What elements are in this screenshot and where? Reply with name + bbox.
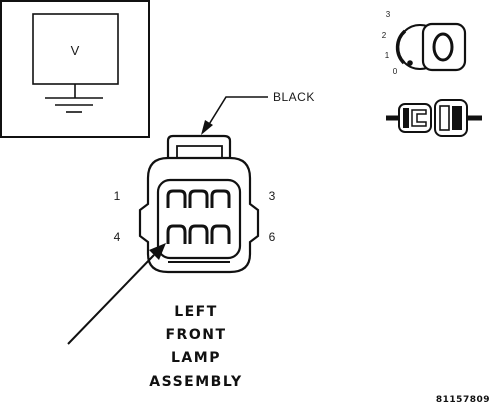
pin-cavity-4 bbox=[166, 224, 187, 244]
title-line-1: LEFT bbox=[174, 304, 218, 320]
pointer-arrowhead-icon bbox=[149, 243, 166, 260]
meter-outer-frame bbox=[0, 0, 150, 138]
pin-label-3: 3 bbox=[269, 189, 276, 203]
title-line-2: FRONT bbox=[165, 327, 226, 343]
connector-latch bbox=[166, 134, 232, 158]
callout-arrowhead-icon bbox=[201, 120, 213, 135]
wire-color-label: BLACK bbox=[273, 90, 315, 104]
title-line-4: ASSEMBLY bbox=[149, 374, 242, 390]
pin-cavity-5 bbox=[188, 224, 209, 244]
ground-symbol-icon bbox=[45, 84, 103, 113]
ignition-key-icon: 3 2 1 0 bbox=[382, 10, 467, 76]
ignition-position-0: 0 bbox=[393, 67, 398, 76]
ignition-position-3: 3 bbox=[386, 10, 391, 19]
connector-face bbox=[138, 134, 260, 274]
pin-cavity-6 bbox=[210, 224, 231, 244]
meter-symbol: V bbox=[71, 43, 80, 58]
figure-id: 81157809 bbox=[436, 395, 490, 405]
pin-label-6: 6 bbox=[269, 230, 276, 244]
ignition-position-2: 2 bbox=[382, 31, 387, 40]
component-title: LEFT FRONT LAMP ASSEMBLY bbox=[149, 304, 242, 390]
pin-label-1: 1 bbox=[114, 189, 121, 203]
wire-color-callout: BLACK bbox=[201, 90, 315, 135]
pin-cavity-1 bbox=[166, 189, 187, 208]
ignition-position-1: 1 bbox=[385, 51, 390, 60]
title-line-3: LAMP bbox=[171, 350, 221, 366]
pin-cavity-2 bbox=[188, 189, 209, 208]
pin-cavity-3 bbox=[210, 189, 231, 208]
pin-label-4: 4 bbox=[114, 230, 121, 244]
connector-mating-icon bbox=[386, 99, 482, 137]
voltmeter-panel: V bbox=[0, 0, 150, 138]
pointer-arrow bbox=[67, 243, 166, 345]
